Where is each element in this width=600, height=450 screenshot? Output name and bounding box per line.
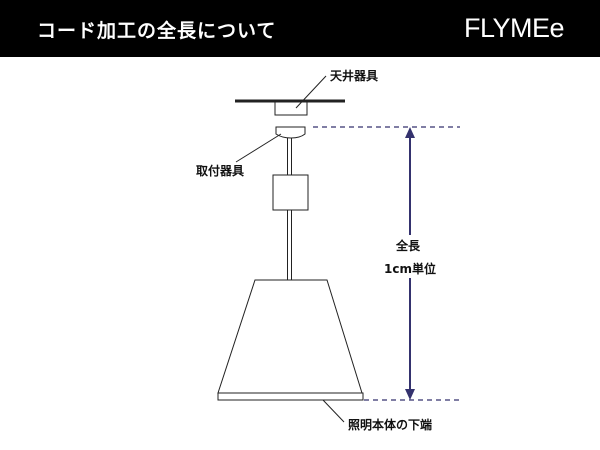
label-unit: 1cm単位 — [384, 262, 436, 276]
mounting-fixture — [275, 126, 306, 139]
label-mounting-fixture: 取付器具 — [196, 164, 245, 178]
mounting-fixture-leader — [235, 133, 282, 163]
arrow-head-up-icon — [405, 127, 415, 138]
ceiling-fixture-leader — [295, 75, 327, 109]
bottom-end-leader — [322, 399, 345, 423]
socket — [272, 174, 309, 211]
shade-bottom-rim — [217, 392, 364, 401]
label-ceiling-fixture: 天井器具 — [330, 69, 379, 83]
brand-logo: FLYMEe — [463, 13, 565, 43]
ceiling-fixture — [274, 101, 308, 116]
arrow-head-down-icon — [405, 389, 415, 400]
page-title: コード加工の全長について — [37, 20, 277, 42]
label-bottom-end: 照明本体の下端 — [348, 418, 433, 432]
header-bar: コード加工の全長について FLYMEe — [0, 0, 600, 57]
label-total-length: 全長 — [396, 239, 421, 253]
lamp-shade — [217, 279, 363, 394]
